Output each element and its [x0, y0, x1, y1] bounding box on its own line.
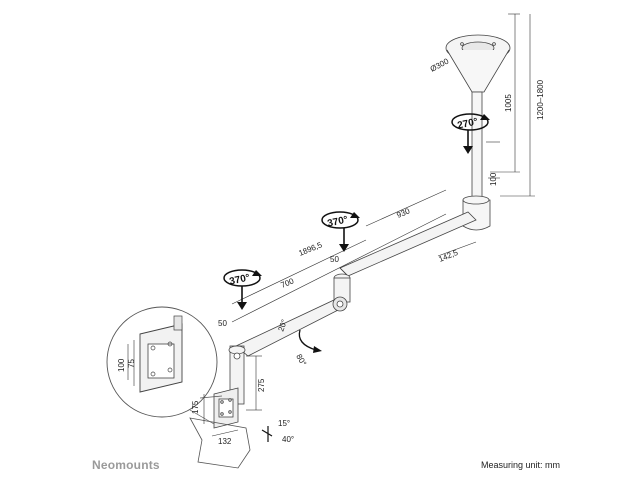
dim-700: 700 — [279, 276, 295, 290]
dim-1005: 1005 — [504, 94, 513, 112]
monitor-outline — [189, 417, 251, 469]
rotation-indicators — [223, 113, 490, 442]
dim-tilt-15: 15° — [278, 419, 290, 428]
dim-142-5: 142,5 — [437, 248, 459, 264]
lower-arm — [228, 296, 348, 405]
dim-angle-20: 20° — [276, 318, 289, 332]
dim-tilt-40: 40° — [282, 435, 294, 444]
vesa-plate — [213, 387, 239, 429]
rotation-label-middle: 370° — [326, 214, 349, 229]
dim-diameter: Ø300 — [429, 56, 451, 73]
tilt-arrow — [261, 426, 273, 442]
ceiling-plate — [445, 34, 511, 93]
dim-vesa-100: 100 — [117, 358, 126, 372]
dim-vesa-75: 75 — [127, 359, 136, 368]
dim-1200-1800: 1200–1800 — [536, 79, 545, 120]
elbow-swing-arrow — [298, 329, 317, 351]
rotation-middle — [321, 211, 360, 252]
dim-1896-5: 1896,5 — [297, 240, 324, 258]
dim-angle-80: 80° — [294, 353, 308, 368]
rotation-label-top: 270° — [456, 116, 479, 131]
rotation-top — [451, 113, 490, 154]
elbow-swing-arrowhead — [313, 346, 322, 353]
vertical-pole — [462, 91, 491, 231]
dim-50-left: 50 — [218, 319, 227, 328]
dim-50-mid: 50 — [330, 255, 339, 264]
rotation-label-left: 370° — [228, 272, 251, 287]
dim-930: 930 — [395, 206, 411, 220]
rotation-left — [223, 269, 262, 310]
dim-175: 175 — [191, 400, 200, 414]
dim-132: 132 — [218, 437, 232, 446]
dim-100-top: 100 — [489, 172, 498, 186]
detail-zoom-circle — [106, 306, 223, 425]
dim-275: 275 — [257, 378, 266, 392]
upper-arm — [333, 211, 477, 303]
brand-logo-text: Neomounts — [92, 458, 160, 472]
measuring-unit-note: Measuring unit: mm — [480, 460, 560, 470]
